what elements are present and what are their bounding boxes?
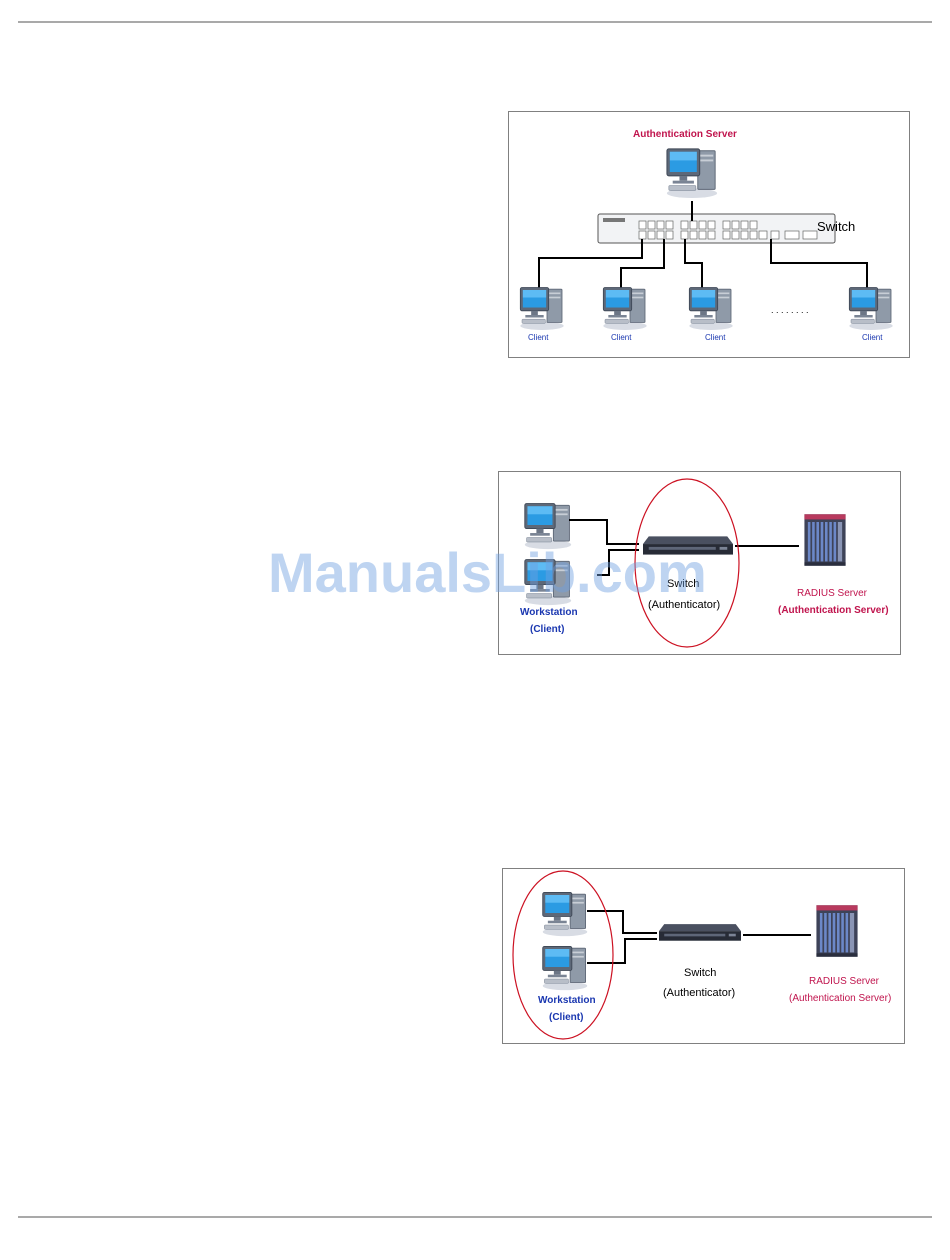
authentication-server-label: (Authentication Server) (778, 605, 889, 616)
workstation-label: Workstation (538, 995, 596, 1006)
workstation-label: Workstation (520, 607, 578, 618)
auth-server-computer-icon (667, 149, 717, 198)
client-computer-icon-3 (689, 288, 732, 331)
workstation-icon-1 (543, 892, 588, 936)
client-label: (Client) (530, 624, 564, 635)
radius-server-label: RADIUS Server (809, 976, 879, 987)
network-switch-icon (598, 214, 835, 243)
figure-switch-topology-drawing (509, 112, 909, 357)
bottom-rule (18, 1216, 932, 1218)
client-computer-icon-1 (520, 288, 563, 331)
watermark: ManualsLib.com (268, 540, 707, 605)
radius-server-icon (816, 905, 857, 956)
client-label: (Client) (549, 1012, 583, 1023)
auth-server-label: Authentication Server (633, 129, 737, 140)
client-label-2: Client (611, 333, 631, 342)
switch-label: Switch (684, 967, 716, 979)
authenticator-label: (Authenticator) (663, 987, 735, 999)
authentication-server-label: (Authentication Server) (789, 993, 891, 1004)
figure-switch-topology: Authentication Server Switch Client Clie… (508, 111, 910, 358)
more-clients-ellipsis: . . . . . . . . (771, 305, 809, 315)
radius-server-label: RADIUS Server (797, 588, 867, 599)
workstation-icon-2 (543, 946, 588, 990)
client-label-4: Client (862, 333, 882, 342)
client-label-1: Client (528, 333, 548, 342)
switch-icon (659, 924, 741, 941)
figure-client: Switch (Authenticator) Workstation (Clie… (502, 868, 905, 1044)
radius-server-icon (804, 514, 845, 565)
top-rule (18, 21, 932, 23)
client-label-3: Client (705, 333, 725, 342)
client-computer-icon-4 (849, 288, 892, 331)
client-computer-icon-2 (603, 288, 646, 331)
switch-label: Switch (817, 219, 855, 234)
